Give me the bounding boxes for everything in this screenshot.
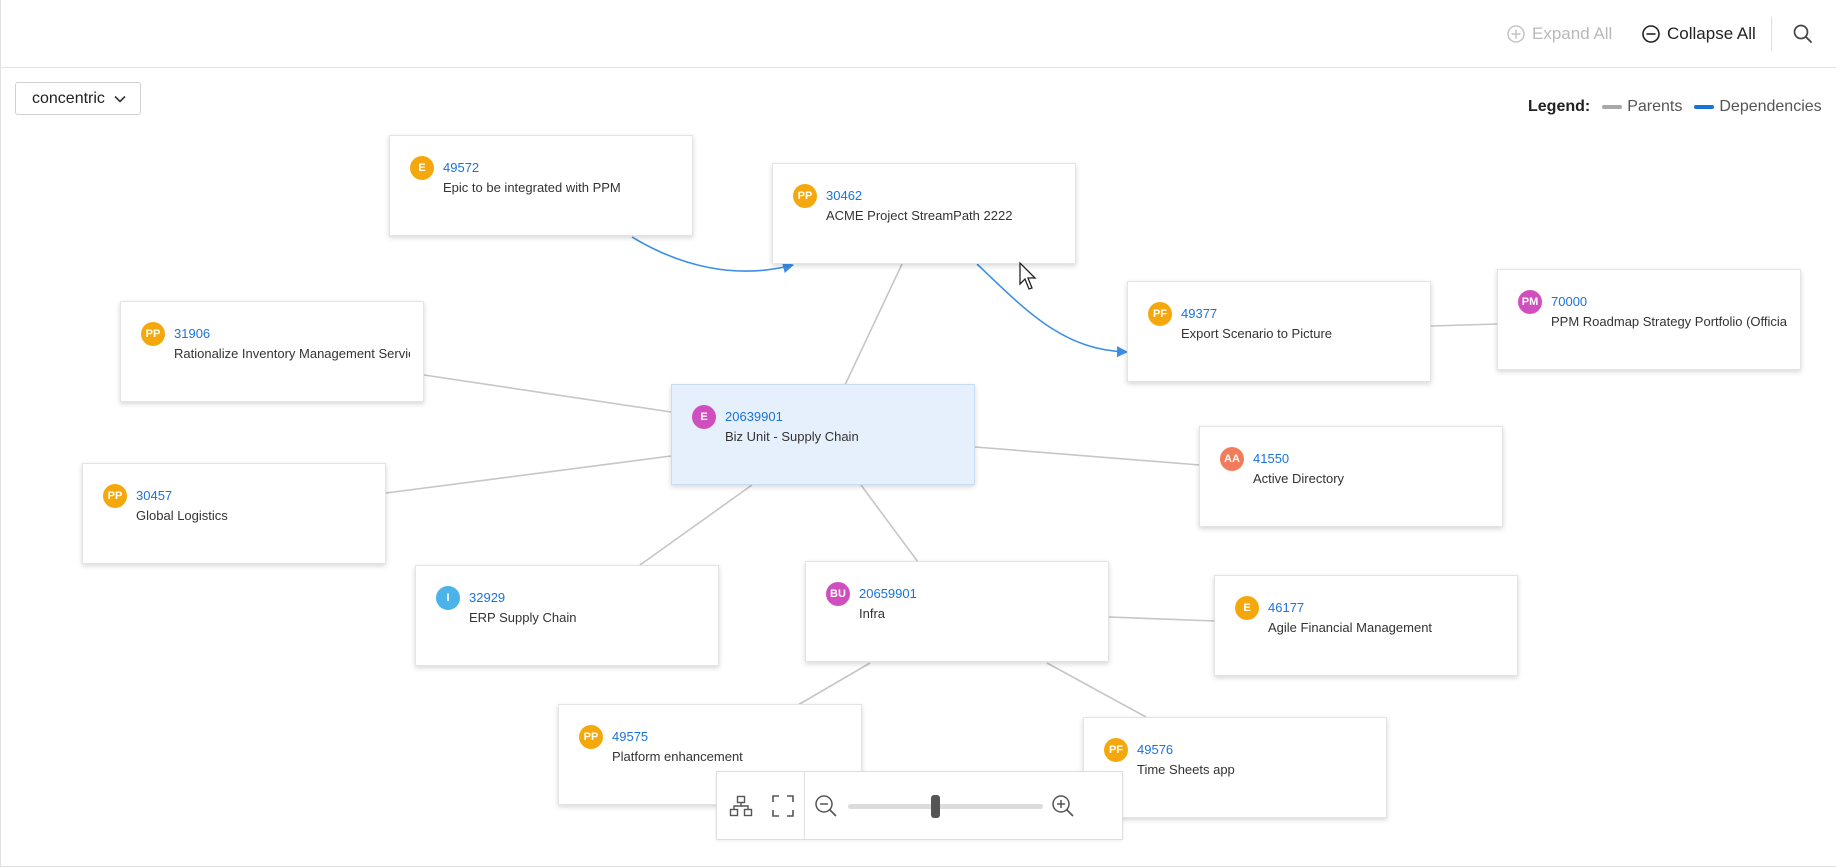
node-id-link[interactable]: 49576	[1137, 742, 1174, 757]
node-type-badge: PF	[1148, 302, 1172, 326]
node-type-badge: PP	[103, 484, 127, 508]
node-type-badge: PP	[141, 322, 165, 346]
parent-edge	[639, 484, 753, 566]
node-card-selected[interactable]: E 20639901 Biz Unit - Supply Chain	[671, 384, 975, 485]
parent-edge	[385, 455, 672, 494]
zoom-slider-thumb[interactable]	[931, 795, 941, 818]
legend: Legend: Parents Dependencies	[1528, 97, 1822, 117]
node-title: Epic to be integrated with PPM	[443, 180, 621, 195]
parent-edge	[844, 263, 903, 386]
hierarchy-layout-icon[interactable]	[729, 794, 753, 818]
zoom-out-icon[interactable]	[814, 794, 838, 818]
node-type-badge: E	[410, 156, 434, 180]
parent-edge	[1046, 662, 1147, 718]
node-title: ACME Project StreamPath 2222	[826, 208, 1013, 223]
legend-item-dependencies: Dependencies	[1694, 98, 1822, 116]
fit-to-screen-icon[interactable]	[771, 794, 795, 818]
node-card[interactable]: PP 31906 Rationalize Inventory Managemen…	[120, 301, 424, 402]
zoom-slider-track[interactable]	[848, 804, 1043, 809]
parent-edge	[1108, 616, 1216, 622]
node-title: Agile Financial Management	[1268, 620, 1433, 635]
legend-swatch-parents	[1602, 105, 1623, 109]
search-icon[interactable]	[1792, 23, 1814, 45]
mouse-pointer-icon	[1019, 262, 1037, 290]
node-title: Rationalize Inventory Management Service	[174, 346, 410, 361]
minus-circle-icon	[1642, 25, 1660, 43]
node-card[interactable]: E 49572 Epic to be integrated with PPM	[389, 135, 693, 236]
zoom-controls-divider	[804, 772, 805, 839]
node-title: Biz Unit - Supply Chain	[725, 429, 859, 444]
node-id-link[interactable]: 46177	[1268, 600, 1305, 615]
node-title: Infra	[859, 606, 886, 621]
collapse-all-label: Collapse All	[1667, 24, 1756, 43]
node-type-badge: PF	[1104, 738, 1128, 762]
node-title: ERP Supply Chain	[469, 610, 577, 625]
chevron-down-icon	[114, 95, 126, 103]
node-title: Export Scenario to Picture	[1181, 326, 1333, 341]
node-id-link[interactable]: 30457	[136, 488, 173, 503]
node-type-badge: PP	[579, 725, 603, 749]
node-card[interactable]: AA 41550 Active Directory	[1199, 426, 1503, 527]
node-card[interactable]: PM 70000 PPM Roadmap Strategy Portfolio …	[1497, 269, 1801, 370]
node-id-link[interactable]: 49572	[443, 160, 480, 175]
node-type-badge: I	[436, 586, 460, 610]
node-id-link[interactable]: 30462	[826, 188, 863, 203]
legend-item-parents: Parents	[1602, 98, 1682, 116]
node-type-badge: BU	[826, 582, 850, 606]
node-card[interactable]: I 32929 ERP Supply Chain	[415, 565, 719, 666]
node-card[interactable]: PP 30457 Global Logistics	[82, 463, 386, 564]
parent-edge	[974, 446, 1201, 466]
legend-label-parents: Parents	[1627, 98, 1683, 115]
expand-all-button[interactable]: Expand All	[1506, 20, 1612, 48]
node-id-link[interactable]: 31906	[174, 326, 211, 341]
node-id-link[interactable]: 70000	[1551, 294, 1588, 309]
node-title: Platform enhancement	[612, 749, 743, 764]
node-card[interactable]: PF 49377 Export Scenario to Picture	[1127, 281, 1431, 382]
layout-dropdown-value: concentric	[32, 89, 105, 107]
node-id-link[interactable]: 32929	[469, 590, 506, 605]
node-title: PPM Roadmap Strategy Portfolio (Official…	[1551, 314, 1787, 329]
parent-edge	[860, 484, 919, 563]
toolbar-divider	[1771, 17, 1772, 51]
node-id-link[interactable]: 20659901	[859, 586, 917, 601]
node-card[interactable]: BU 20659901 Infra	[805, 561, 1109, 662]
collapse-all-button[interactable]: Collapse All	[1641, 20, 1756, 48]
parent-edge	[797, 662, 871, 706]
node-card[interactable]: E 46177 Agile Financial Management	[1214, 575, 1518, 676]
node-card[interactable]: PF 49576 Time Sheets app	[1083, 717, 1387, 818]
node-title: Time Sheets app	[1137, 762, 1235, 777]
node-title: Global Logistics	[136, 508, 228, 523]
node-card[interactable]: PP 30462 ACME Project StreamPath 2222	[772, 163, 1076, 264]
node-id-link[interactable]: 49575	[612, 729, 649, 744]
node-type-badge: E	[692, 405, 716, 429]
parent-edge	[1430, 323, 1498, 327]
node-type-badge: AA	[1220, 447, 1244, 471]
zoom-in-icon[interactable]	[1051, 794, 1075, 818]
node-type-badge: E	[1235, 596, 1259, 620]
expand-all-label: Expand All	[1532, 24, 1613, 43]
plus-circle-icon	[1507, 25, 1525, 43]
node-id-link[interactable]: 41550	[1253, 451, 1290, 466]
legend-title: Legend:	[1528, 98, 1591, 115]
zoom-controls	[716, 771, 1123, 840]
top-toolbar: Expand All Collapse All	[0, 0, 1836, 68]
legend-swatch-dependencies	[1694, 105, 1715, 109]
dependency-edge	[631, 236, 795, 273]
dependency-edge	[976, 263, 1129, 358]
layout-dropdown[interactable]: concentric	[15, 82, 141, 115]
legend-label-dependencies: Dependencies	[1719, 98, 1822, 115]
node-id-link[interactable]: 49377	[1181, 306, 1218, 321]
node-type-badge: PP	[793, 184, 817, 208]
node-id-link[interactable]: 20639901	[725, 409, 783, 424]
node-title: Active Directory	[1253, 471, 1345, 486]
node-type-badge: PM	[1518, 290, 1542, 314]
parent-edge	[423, 374, 672, 413]
